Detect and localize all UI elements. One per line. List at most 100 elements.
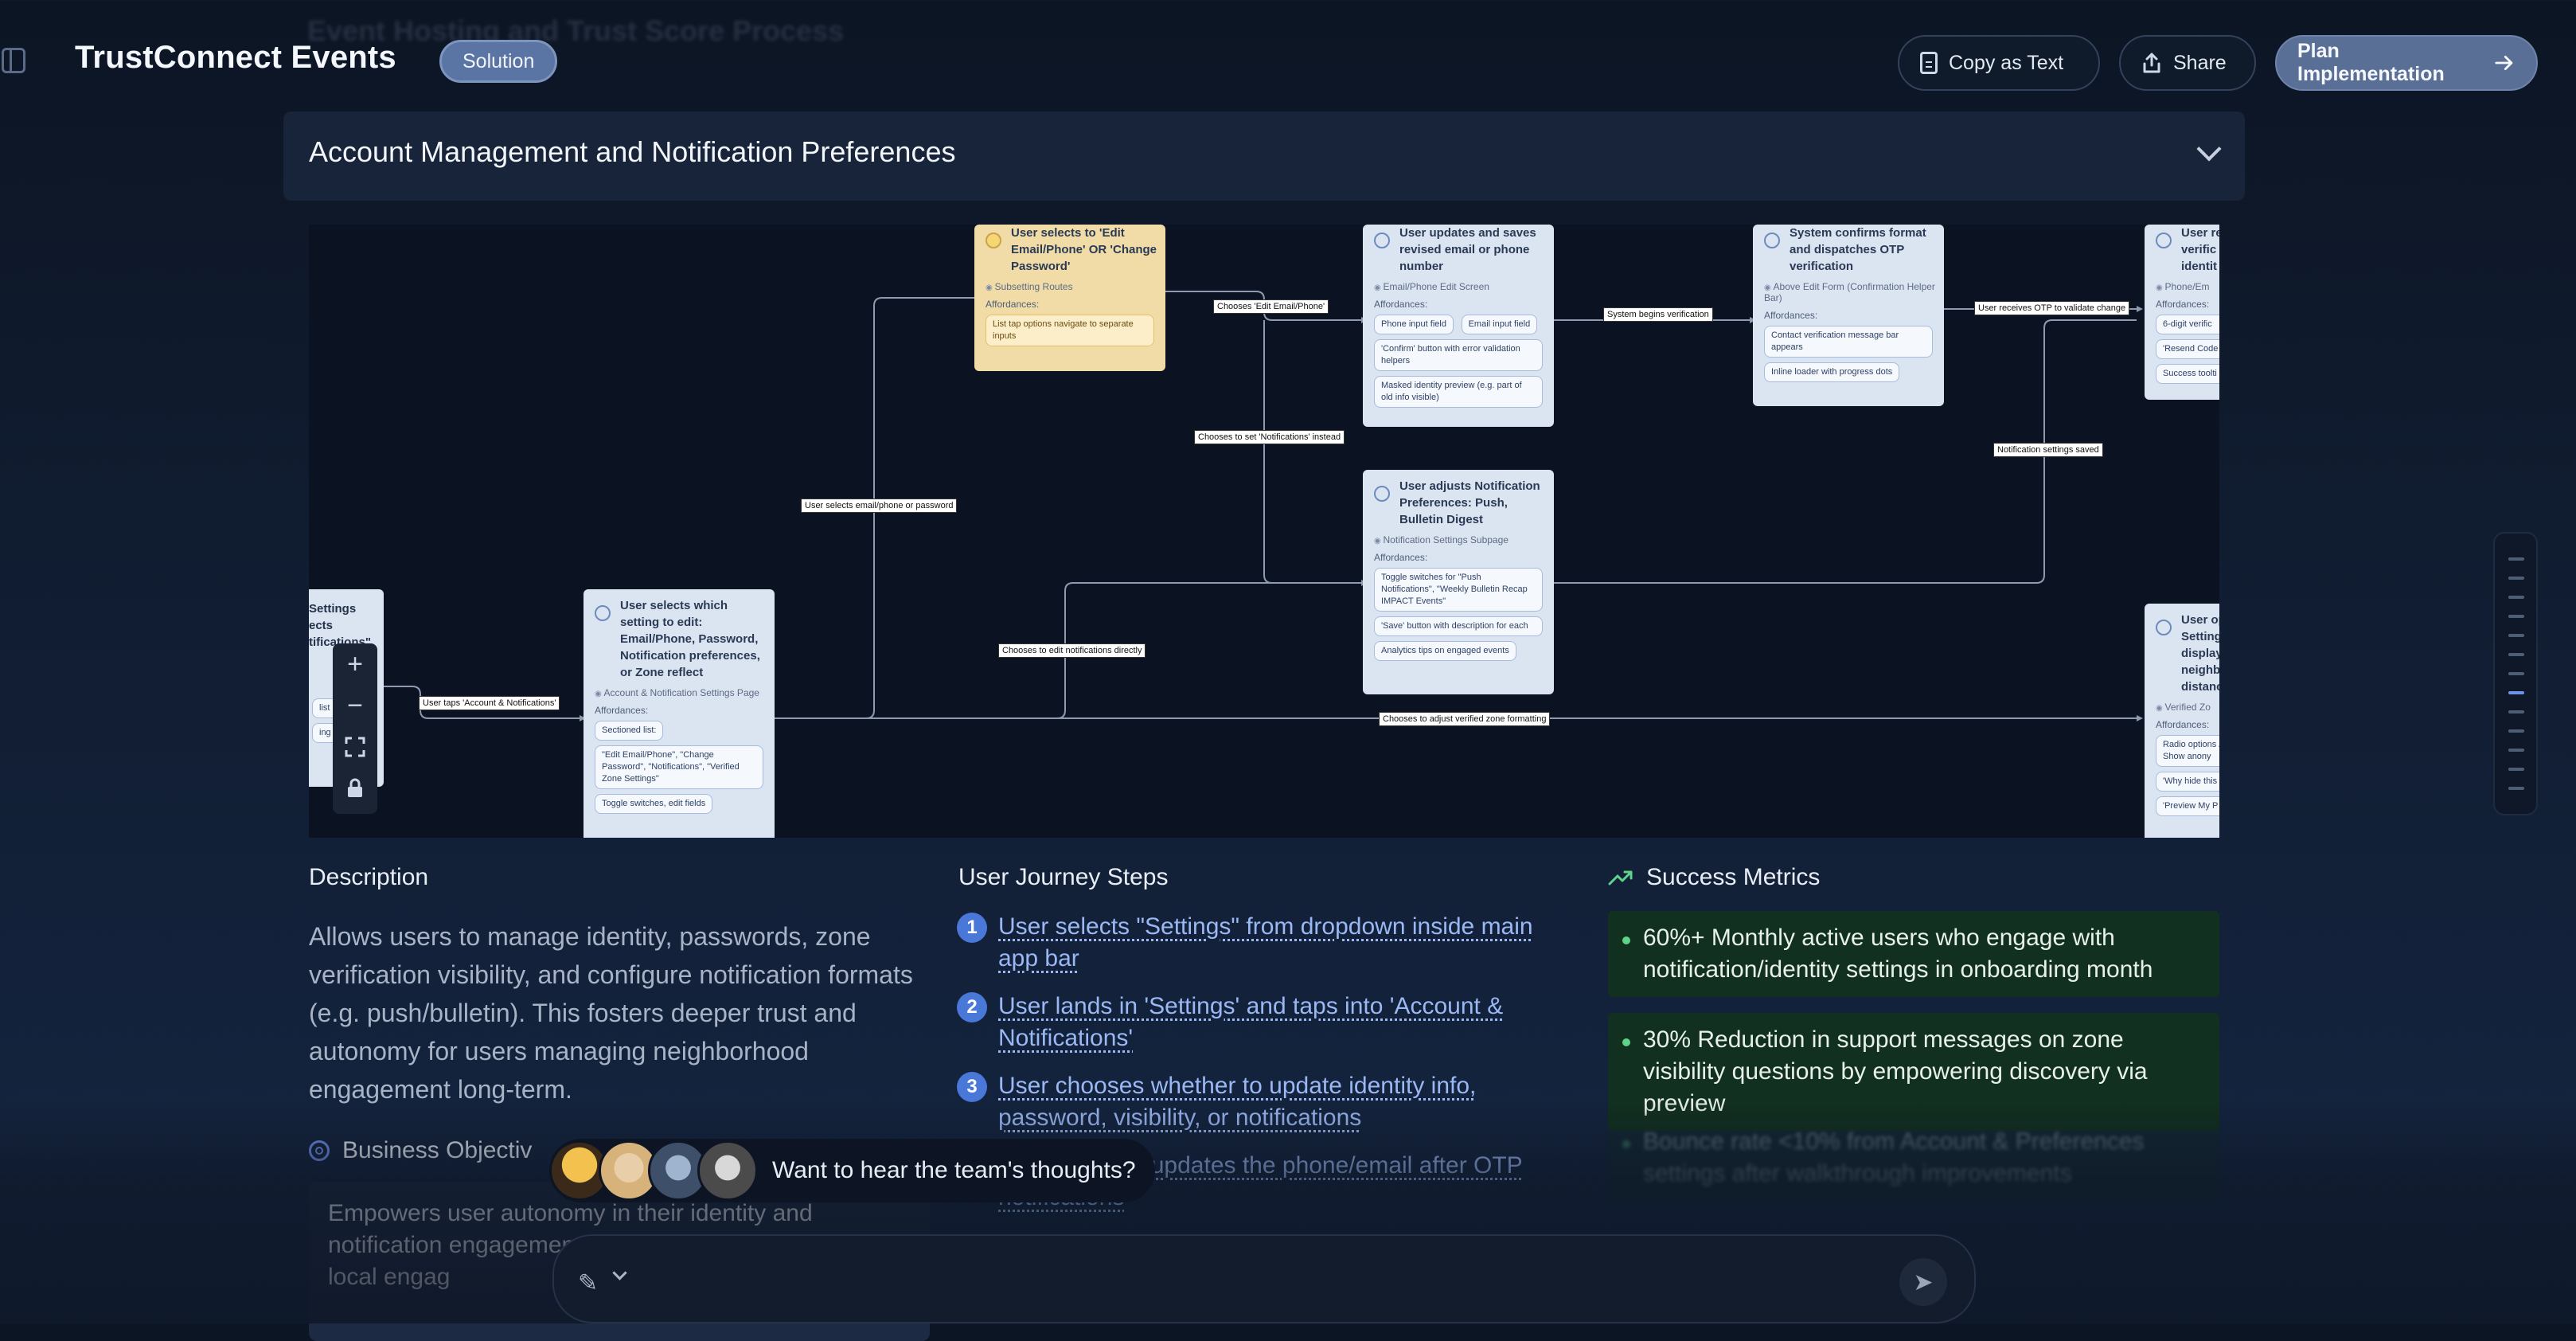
nav-tick[interactable] <box>2508 787 2524 790</box>
trending-up-icon <box>1608 870 1633 886</box>
business-objective-heading: Business Objectiv <box>309 1137 532 1164</box>
plan-implementation-label: Plan Implementation <box>2297 40 2445 85</box>
nav-tick[interactable] <box>2508 596 2524 599</box>
nav-tick[interactable] <box>2508 768 2524 771</box>
chevron-down-icon[interactable] <box>612 1265 627 1280</box>
flow-node-zone-partial[interactable]: User op Setting display neighb distanc V… <box>2145 604 2219 838</box>
nav-tick[interactable] <box>2508 672 2524 675</box>
pencil-icon[interactable]: ✎ <box>578 1270 599 1296</box>
step-text[interactable]: User selects "Settings" from dropdown in… <box>998 913 1533 972</box>
flow-node-confirm-otp[interactable]: System confirms format and dispatches OT… <box>1753 225 1944 406</box>
node-title-text: System confirms format and dispatches OT… <box>1790 226 1926 273</box>
flow-canvas[interactable]: Settings ects tifications" list it ing a… <box>309 225 2219 838</box>
canvas-zoom-controls: + − <box>333 643 377 814</box>
zoom-out-icon[interactable]: − <box>347 690 363 721</box>
copy-as-text-button[interactable]: Copy as Text <box>1898 35 2100 91</box>
flow-node-select-setting[interactable]: User selects which setting to edit: Emai… <box>584 589 775 838</box>
journey-step[interactable]: 1 User selects "Settings" from dropdown … <box>957 911 1578 975</box>
arrow-right-icon <box>2495 55 2513 71</box>
message-composer[interactable]: ✎ ➤ <box>552 1234 1976 1323</box>
affordances-label: Affordances: <box>2156 719 2210 730</box>
nav-tick[interactable] <box>2508 577 2524 580</box>
document-icon <box>1920 52 1938 74</box>
step-text[interactable]: User chooses whether to update identity … <box>998 1073 1477 1131</box>
affordance-chip: Masked identity preview (e.g. part of ol… <box>1374 376 1543 408</box>
nav-tick[interactable] <box>2508 653 2524 656</box>
node-route: Account & Notification Settings Page <box>595 687 767 698</box>
plan-implementation-button[interactable]: Plan Implementation <box>2275 35 2538 91</box>
step-number: 2 <box>957 992 987 1022</box>
app-title: TrustConnect Events <box>75 40 396 75</box>
send-icon[interactable]: ➤ <box>1899 1258 1947 1306</box>
edge-label: Notification settings saved <box>1993 443 2103 457</box>
node-title: User adjusts Notification Preferences: P… <box>1371 478 1546 528</box>
user-icon <box>595 605 611 621</box>
business-objective-heading-text: Business Objectiv <box>342 1137 533 1163</box>
description-heading: Description <box>309 864 429 890</box>
nav-tick[interactable] <box>2508 729 2524 733</box>
affordance-chip: 'Preview My P <box>2156 796 2219 816</box>
zoom-in-icon[interactable]: + <box>347 648 363 679</box>
lock-icon[interactable] <box>333 768 377 809</box>
nav-tick[interactable] <box>2508 749 2524 752</box>
affordances-label: Affordances: <box>986 299 1040 310</box>
section-title: Account Management and Notification Pref… <box>309 135 956 168</box>
metric-item: Bounce rate <10% from Account & Preferen… <box>1608 1115 2219 1201</box>
journey-step[interactable]: 2 User lands in 'Settings' and taps into… <box>957 991 1578 1054</box>
node-title-text: User op Setting display neighb distanc <box>2181 613 2219 694</box>
node-route: Subsetting Routes <box>986 281 1157 292</box>
target-icon <box>309 1140 330 1161</box>
step-text[interactable]: User lands in 'Settings' and taps into '… <box>998 993 1504 1051</box>
nav-tick-active[interactable] <box>2508 691 2524 694</box>
journey-heading: User Journey Steps <box>958 864 1169 890</box>
affordance-chip: List tap options navigate to separate in… <box>986 315 1154 346</box>
edge-label: User selects email/phone or password <box>801 498 958 513</box>
nav-tick[interactable] <box>2508 615 2524 618</box>
affordance-chip: "Edit Email/Phone", "Change Password", "… <box>595 745 763 789</box>
section-accordion-header[interactable]: Account Management and Notification Pref… <box>283 111 2245 201</box>
step-number: 1 <box>957 913 987 943</box>
share-icon <box>2143 53 2160 73</box>
team-thoughts-prompt[interactable]: Want to hear the team's thoughts? <box>549 1139 1155 1202</box>
node-route: Verified Zo <box>2156 702 2219 713</box>
affordance-chip: Toggle switches, edit fields <box>595 794 713 814</box>
node-title-text: User updates and saves revised email or … <box>1399 226 1536 273</box>
avatar <box>697 1140 758 1201</box>
top-bar: Event Hosting and Trust Score Process Tr… <box>0 0 2576 119</box>
share-button[interactable]: Share <box>2119 35 2256 91</box>
user-icon <box>2156 233 2172 248</box>
ghost-section-title: Event Hosting and Trust Score Process <box>307 14 845 47</box>
success-metrics-heading: Success Metrics <box>1608 864 1820 891</box>
journey-step[interactable]: 3 User chooses whether to update identit… <box>957 1070 1578 1134</box>
solution-badge[interactable]: Solution <box>439 40 558 83</box>
node-title: User re verific identit <box>2153 225 2219 275</box>
node-route: Notification Settings Subpage <box>1374 534 1546 545</box>
share-label: Share <box>2173 51 2227 74</box>
edge-label: Chooses 'Edit Email/Phone' <box>1213 299 1329 314</box>
affordances-label: Affordances: <box>1374 299 1428 310</box>
nav-tick[interactable] <box>2508 710 2524 714</box>
affordance-chip: 'Why hide this <box>2156 772 2219 792</box>
sidebar-toggle-icon[interactable] <box>2 48 25 73</box>
flow-node-update-email[interactable]: User updates and saves revised email or … <box>1363 225 1554 427</box>
nav-tick[interactable] <box>2508 557 2524 561</box>
user-icon <box>1374 486 1390 502</box>
node-route: Phone/Em <box>2156 281 2219 292</box>
nav-tick[interactable] <box>2508 634 2524 637</box>
node-route: Email/Phone Edit Screen <box>1374 281 1546 292</box>
affordance-chip: Email input field <box>1461 315 1538 334</box>
node-title-text: User selects which setting to edit: Emai… <box>620 599 760 679</box>
affordance-chip: 'Save' button with description for each <box>1374 616 1543 636</box>
flow-node-receive-otp-partial[interactable]: User re verific identit Phone/Em Afforda… <box>2145 225 2219 400</box>
flow-node-notification-preferences[interactable]: User adjusts Notification Preferences: P… <box>1363 470 1554 694</box>
node-title: System confirms format and dispatches OT… <box>1761 225 1936 275</box>
affordances-label: Affordances: <box>595 705 649 716</box>
node-title: User updates and saves revised email or … <box>1371 225 1546 275</box>
edge-label: Chooses to edit notifications directly <box>998 643 1146 658</box>
affordance-chip: Success toolti <box>2156 364 2219 384</box>
section-navigator[interactable] <box>2493 532 2538 815</box>
system-icon <box>1764 233 1780 248</box>
fit-view-icon[interactable] <box>333 726 377 768</box>
flow-node-edit-email[interactable]: User selects to 'Edit Email/Phone' OR 'C… <box>974 225 1165 371</box>
chevron-down-icon[interactable] <box>2196 136 2222 162</box>
